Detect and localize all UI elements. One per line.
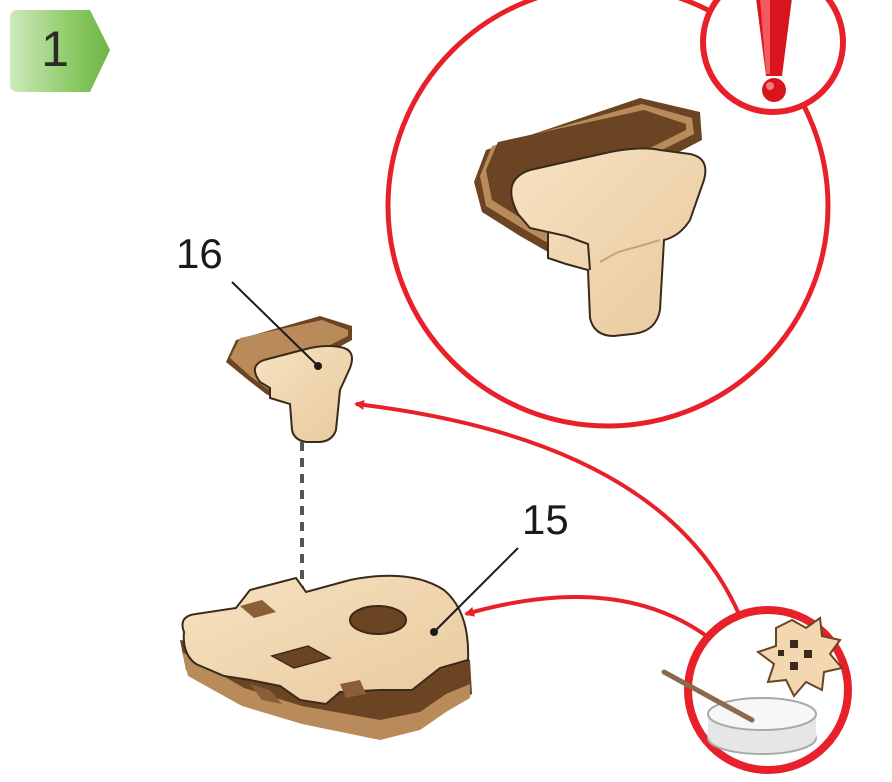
glue-pot-icon (664, 610, 848, 770)
part-15 (180, 576, 472, 740)
leader-dot-16 (314, 362, 322, 370)
part-16-zoomed (474, 98, 705, 336)
part-label-15: 15 (522, 496, 569, 544)
leader-dot-15 (430, 628, 438, 636)
step-number: 1 (20, 14, 90, 84)
arrow-to-part-15 (466, 597, 712, 640)
leader-line-15 (434, 548, 518, 632)
part-16 (226, 316, 352, 442)
part-label-16: 16 (176, 230, 223, 278)
